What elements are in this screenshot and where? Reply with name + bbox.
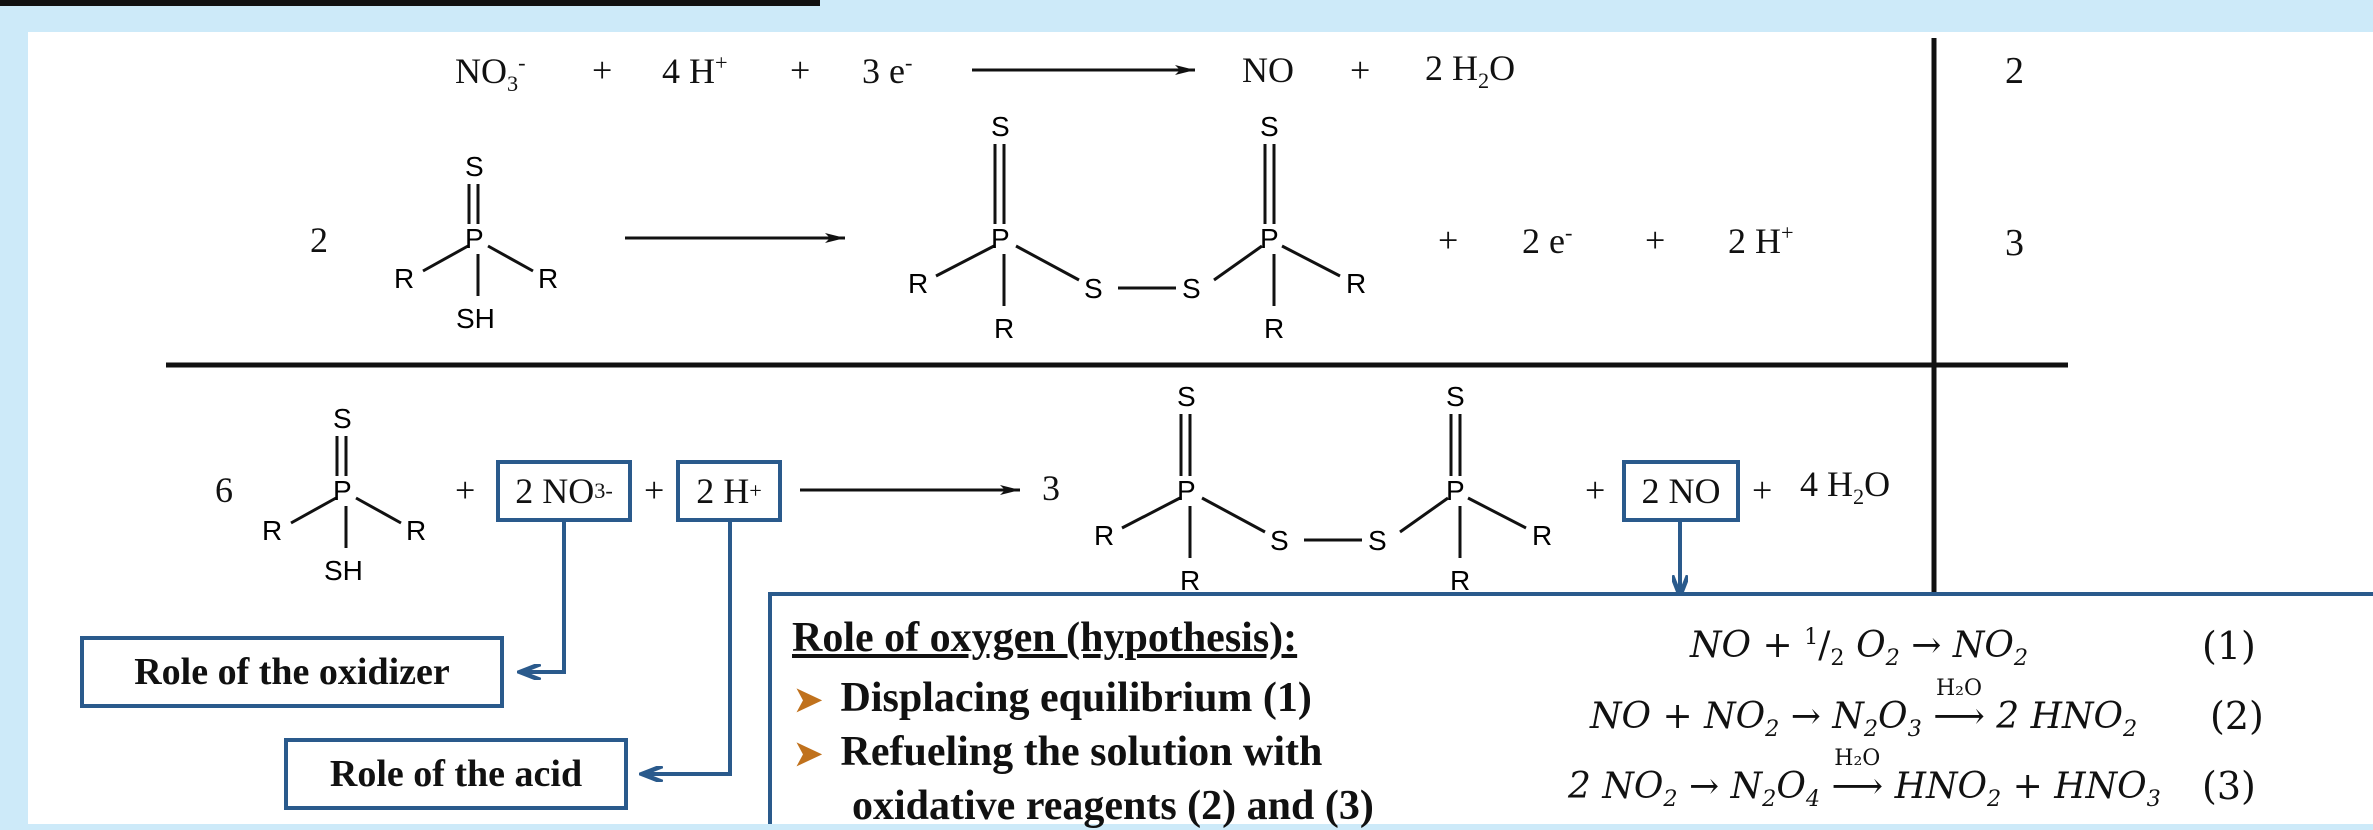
acid-role-box: Role of the acid [284,738,628,810]
equation-2: NO + NO2 → N2O3 H₂O⟶ 2 HNO2 [1590,676,2138,743]
svg-text:SH: SH [456,303,495,334]
overall-plus-1: + [455,470,476,510]
svg-text:S: S [1182,273,1201,304]
half2-plus-1: + [1438,220,1459,260]
half1-plus-2: + [790,50,811,90]
svg-text:S: S [1260,111,1279,142]
svg-text:S: S [1177,381,1196,412]
svg-text:SH: SH [324,555,363,586]
hypothesis-bullet-2: ➤Refueling the solution with [794,729,1323,775]
acid-connector [642,522,732,774]
equation-2-number: (2) [2210,694,2264,738]
svg-text:R: R [908,268,928,299]
overall-product-coefficient: 3 [1042,468,1060,508]
boxed-nitric-oxide: 2 NO [1622,460,1740,522]
svg-text:R: R [262,515,282,546]
svg-text:R: R [394,263,414,294]
half1-factor: 2 [2005,50,2024,92]
svg-text:R: R [994,313,1014,344]
svg-text:R: R [1264,313,1284,344]
half2-plus-2: + [1645,220,1666,260]
disulfide-molecule-row2: P S R R S S P S R R [908,111,1366,344]
half2-protons: 2 H+ [1728,220,1794,261]
half1-water: 2 H2O [1425,48,1516,94]
overall-water: 4 H2O [1800,464,1891,510]
overall-plus-2: + [644,470,665,510]
overall-plus-3: + [1585,470,1606,510]
acid-role-label: Role of the acid [329,753,583,795]
half1-plus-1: + [592,50,613,90]
thiol-molecule-row3: P S R R SH [262,403,426,586]
equation-1: NO + 1/2 O2 → NO2 [1690,624,2029,672]
svg-text:R: R [1450,565,1470,596]
svg-text:P: P [333,475,352,506]
hypothesis-title: Role of oxygen (hypothesis): [792,615,1298,661]
svg-text:R: R [406,515,426,546]
equation-3: 2 NO2 → N2O4 H₂O⟶ HNO2 + HNO3 [1568,746,2161,813]
svg-text:R: R [1180,565,1200,596]
hypothesis-bullet-3: oxidative reagents (2) and (3) [852,783,1374,829]
half1-no: NO [1242,50,1294,90]
disulfide-molecule-row3: P S R R S S P S R R [1094,381,1552,596]
half1-electrons: 3 e- [862,50,913,91]
overall-plus-4: + [1752,470,1773,510]
equation-3-number: (3) [2202,764,2256,808]
svg-text:S: S [1084,273,1103,304]
svg-text:P: P [1260,223,1279,254]
svg-text:S: S [465,151,484,182]
bullet-arrow-icon: ➤ [794,736,823,773]
svg-text:P: P [1177,475,1196,506]
svg-text:S: S [1368,525,1387,556]
half2-coefficient: 2 [310,220,328,260]
svg-text:P: P [991,223,1010,254]
thiol-molecule-row2: P S R R SH [394,151,558,334]
svg-text:P: P [1446,475,1465,506]
oxygen-hypothesis-panel: Role of oxygen (hypothesis): ➤Displacing… [768,592,2373,829]
oxidizer-role-label: Role of the oxidizer [134,651,450,693]
half2-electrons: 2 e- [1522,220,1573,261]
svg-text:S: S [1270,525,1289,556]
equation-1-number: (1) [2202,624,2256,668]
svg-text:S: S [1446,381,1465,412]
half1-nitrate: NO3- [455,50,526,97]
overall-coefficient: 6 [215,470,233,510]
svg-text:R: R [1346,268,1366,299]
svg-text:P: P [465,223,484,254]
title-underline [0,0,820,6]
svg-text:S: S [333,403,352,434]
half2-factor: 3 [2005,222,2024,264]
oxidizer-role-box: Role of the oxidizer [80,636,504,708]
half1-protons: 4 H+ [662,50,728,91]
svg-text:S: S [991,111,1010,142]
oxidizer-connector [520,522,566,672]
svg-text:R: R [538,263,558,294]
boxed-protons: 2 H+ [676,460,782,522]
half1-plus-3: + [1350,50,1371,90]
bullet-arrow-icon: ➤ [794,682,823,719]
hypothesis-bullet-1: ➤Displacing equilibrium (1) [794,675,1312,721]
svg-text:R: R [1532,520,1552,551]
svg-text:R: R [1094,520,1114,551]
